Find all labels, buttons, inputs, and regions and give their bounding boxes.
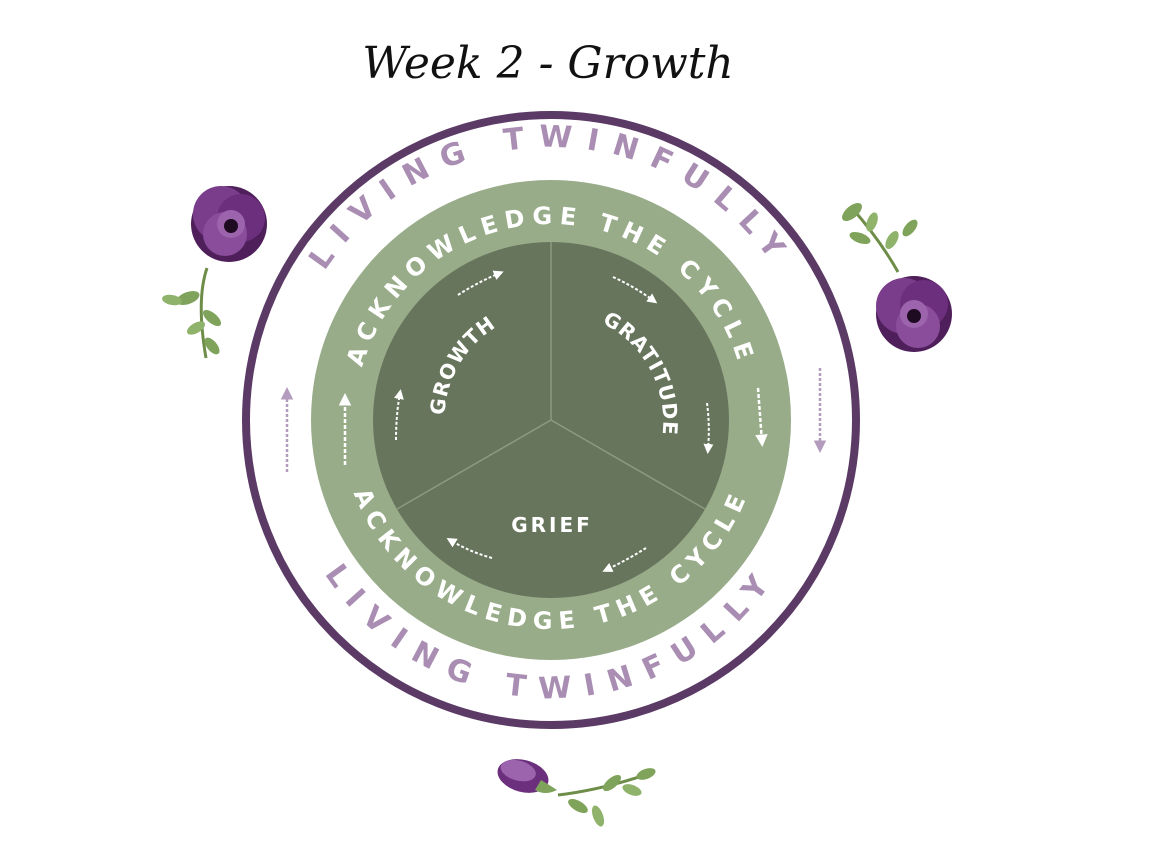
flower-icon: [876, 276, 952, 352]
divider-right: [550, 419, 706, 510]
bud-icon: [497, 759, 557, 793]
inner-arrow-grief-right: [602, 547, 647, 572]
segment-grief-label: GRIEF: [511, 513, 593, 537]
leaf-sprig-icon: [842, 203, 918, 273]
inner-arrow-gratitude-right: [703, 402, 714, 454]
leaf-sprig-icon: [162, 267, 222, 359]
inner-arrow-grief-left: [446, 537, 493, 559]
leaf-sprig-icon: [557, 768, 656, 827]
divider-left: [396, 419, 552, 510]
page-title: Week 2 - Growth: [362, 38, 734, 89]
flower-icon: [191, 186, 267, 262]
middle-arrow-right: [755, 387, 768, 447]
